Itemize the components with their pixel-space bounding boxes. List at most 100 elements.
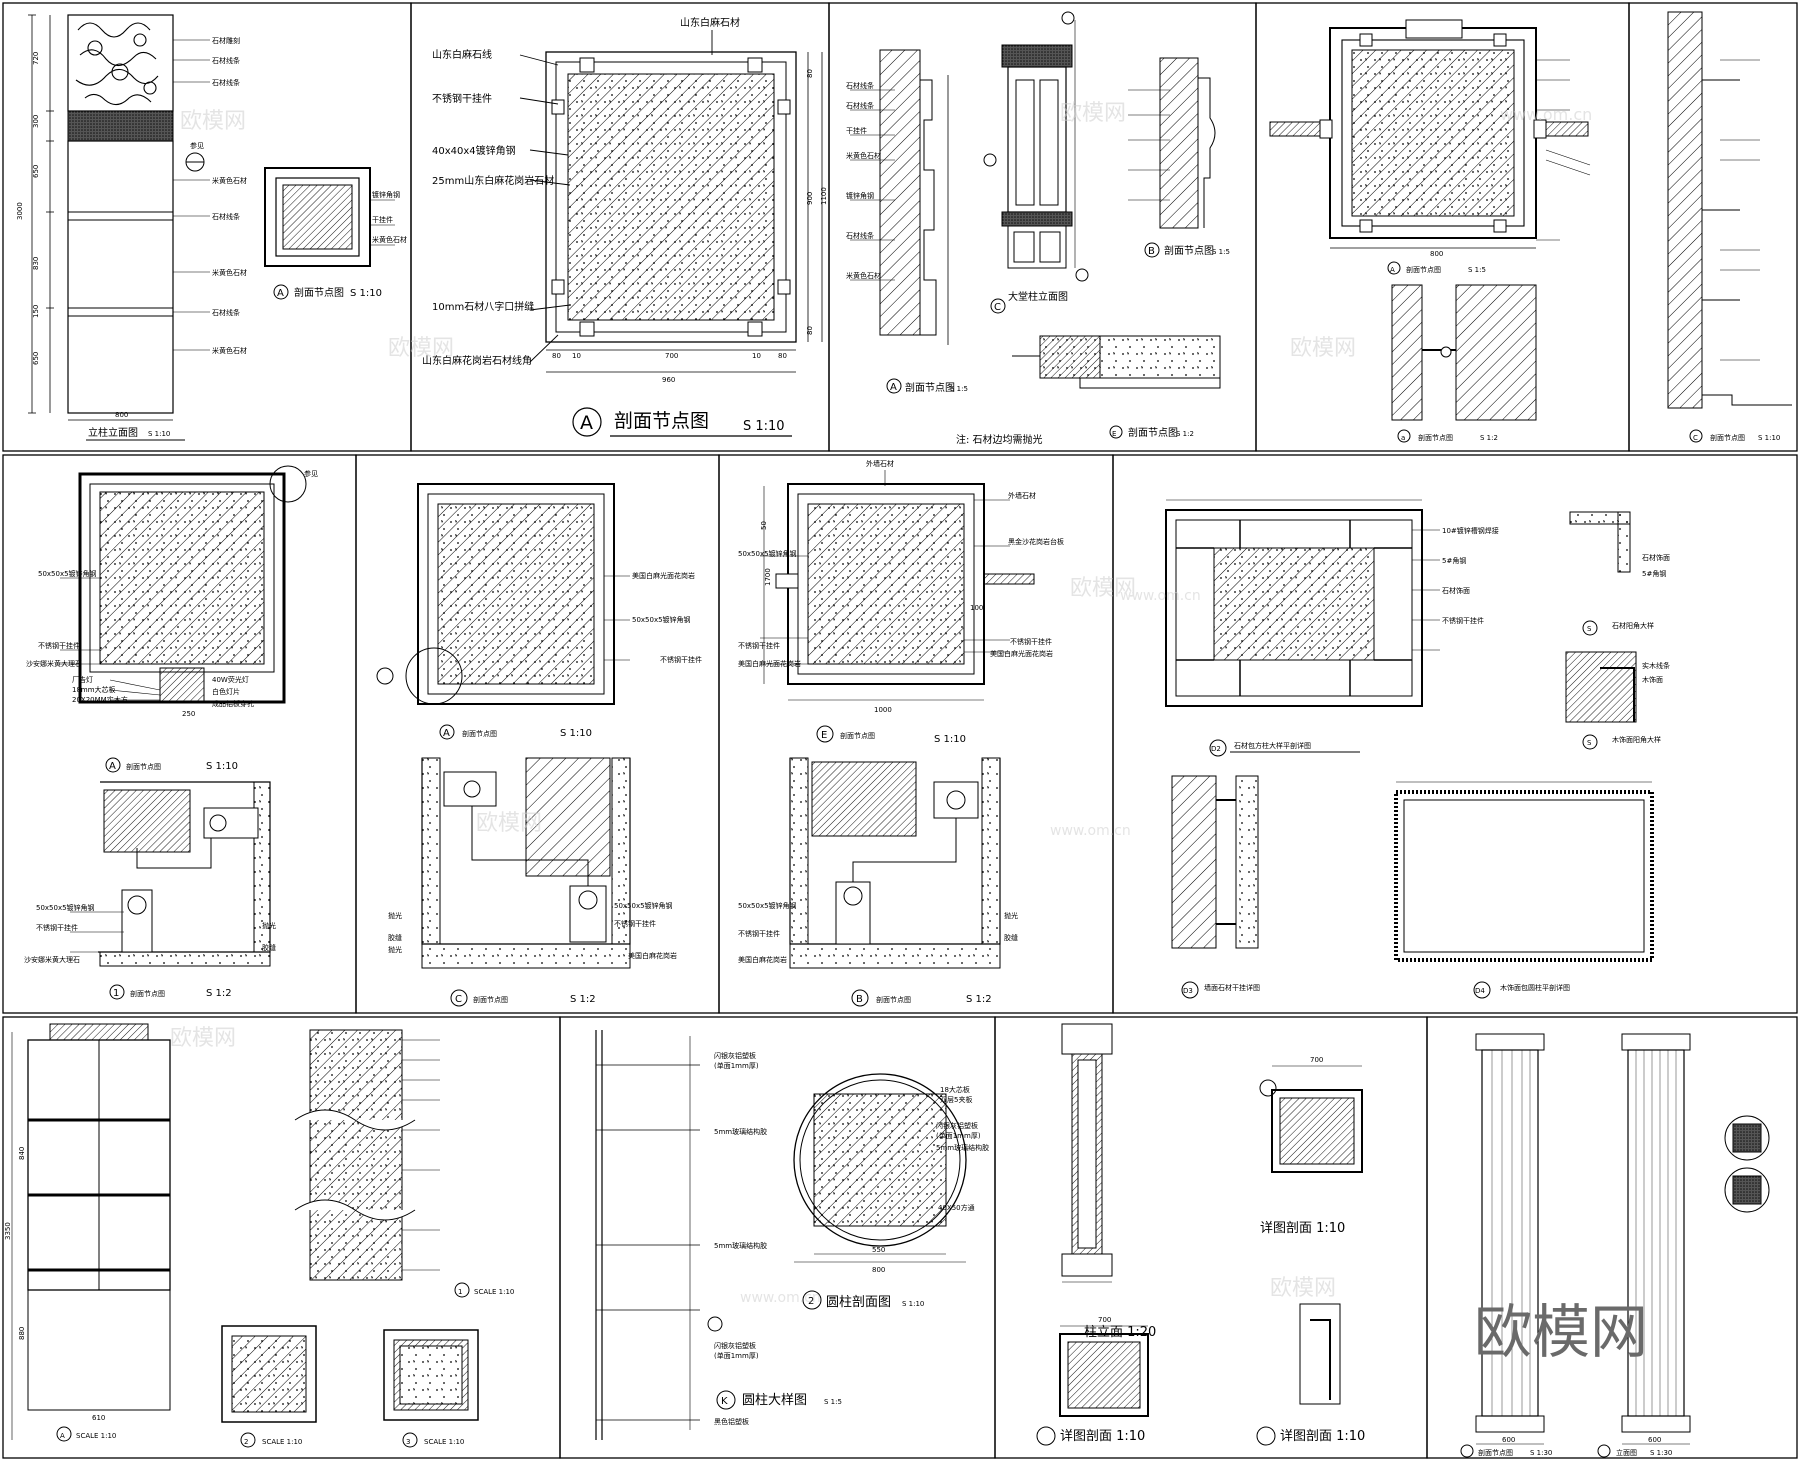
marker-p6-a: A <box>109 761 116 772</box>
svg-text:www.om.cn: www.om.cn <box>1500 105 1592 124</box>
marker-p8-b: B <box>856 994 863 1005</box>
svg-text:抛光: 抛光 <box>262 921 276 930</box>
caption-p11-2: 圆柱剖面图 <box>826 1295 891 1310</box>
dim-300: 300 <box>32 115 40 128</box>
svg-text:抛光: 抛光 <box>1004 911 1018 920</box>
svg-text:960: 960 <box>662 376 675 384</box>
svg-text:石材线条: 石材线条 <box>846 101 874 110</box>
svg-text:胶缝: 胶缝 <box>1004 933 1018 942</box>
panel-11-round-column: 闪银灰铝塑板 (单面1mm厚) 5mm玻璃结构胶 5mm玻璃结构胶 闪银灰铝塑板… <box>595 1030 989 1440</box>
marker-p8-e: E <box>821 730 827 741</box>
svg-text:700: 700 <box>1098 1316 1111 1324</box>
scale-p3-e: S 1:2 <box>1176 430 1194 438</box>
scale-p11-k: S 1:5 <box>824 1398 842 1406</box>
svg-text:3350: 3350 <box>4 1222 12 1240</box>
caption-p3-a: 剖面节点图 <box>905 381 955 394</box>
svg-text:厂告灯: 厂告灯 <box>72 675 93 684</box>
caption-p9-s2: 木饰面阳角大样 <box>1612 735 1661 744</box>
marker-p9-d2: D2 <box>1211 745 1221 753</box>
svg-text:沙安娜米黄大理石: 沙安娜米黄大理石 <box>26 659 82 668</box>
svg-text:胶缝: 胶缝 <box>262 943 276 952</box>
marker-p4-b: a <box>1401 434 1405 442</box>
scale-p5: S 1:10 <box>1758 434 1780 442</box>
dim-150: 150 <box>32 305 40 318</box>
panel-12-column-elev: 柱立面 1:20 700 详图剖面 1:10 700 详图剖面 1:10 详图剖… <box>1036 1023 1365 1446</box>
marker-p10-3: 3 <box>406 1438 410 1446</box>
svg-text:黑色铝塑板: 黑色铝塑板 <box>714 1417 749 1426</box>
svg-text:不锈钢干挂件: 不锈钢干挂件 <box>1442 616 1484 625</box>
svg-text:900: 900 <box>806 192 814 205</box>
watermarks: 欧模网 欧模网 欧模网 欧模网 www.om.cn 欧模网 www.om.cn … <box>170 101 1592 1306</box>
caption-p13-section: 剖面节点图 <box>1478 1448 1513 1457</box>
caption-p3-e: 剖面节点图 <box>1128 426 1178 439</box>
svg-text:100: 100 <box>970 604 983 612</box>
svg-text:www.om.cn: www.om.cn <box>1050 823 1131 839</box>
svg-text:840: 840 <box>18 1147 26 1160</box>
dim-650: 650 <box>32 165 40 178</box>
svg-text:www.om.cn: www.om.cn <box>740 1290 821 1306</box>
marker-p2: A <box>580 412 593 434</box>
ref-note-1: 参见 <box>190 141 204 150</box>
svg-text:不锈钢干挂件: 不锈钢干挂件 <box>660 655 702 664</box>
scale-p13-section: S 1:30 <box>1530 1449 1552 1457</box>
caption-p12-d2: 详图剖面 1:10 <box>1060 1429 1145 1444</box>
svg-text:米黄色石材: 米黄色石材 <box>846 271 881 280</box>
scale-p11-2: S 1:10 <box>902 1300 924 1308</box>
svg-text:5mm玻璃结构胶: 5mm玻璃结构胶 <box>936 1143 989 1152</box>
svg-text:80: 80 <box>552 352 561 360</box>
svg-text:抛光: 抛光 <box>388 945 402 954</box>
svg-text:50x50x5镀锌角钢: 50x50x5镀锌角钢 <box>738 549 797 558</box>
svg-text:600: 600 <box>1648 1436 1661 1444</box>
scale-p7-c: S 1:2 <box>570 994 596 1005</box>
svg-text:石材线条: 石材线条 <box>212 78 240 87</box>
svg-text:抛光: 抛光 <box>388 911 402 920</box>
svg-text:美国白麻光面花岗岩: 美国白麻光面花岗岩 <box>632 571 695 580</box>
svg-text:外墙石材: 外墙石材 <box>1008 491 1036 500</box>
caption-p7-a: 剖面节点图 <box>462 729 497 738</box>
svg-text:镀锌角钢: 镀锌角钢 <box>372 190 400 199</box>
svg-text:欧模网: 欧模网 <box>1060 101 1126 126</box>
svg-text:www.om.cn: www.om.cn <box>1120 588 1201 604</box>
panel-10-glass-column: 3350 840 880 610 A SCALE 1:10 2 SCALE 1:… <box>4 1023 514 1448</box>
svg-text:石材线条: 石材线条 <box>846 81 874 90</box>
scale-p3-a: S 1:5 <box>950 385 968 393</box>
dim-830: 830 <box>32 257 40 270</box>
panel-1-column-elevation: 720 300 650 3000 830 150 650 800 石材雕刻石材线… <box>16 14 407 441</box>
svg-text:米黄色石材: 米黄色石材 <box>372 235 407 244</box>
svg-text:50: 50 <box>760 521 768 530</box>
svg-text:18mm大芯板: 18mm大芯板 <box>72 685 116 694</box>
caption-p11-k: 圆柱大样图 <box>742 1393 807 1408</box>
svg-text:1100: 1100 <box>820 187 828 205</box>
caption-p4-b: 剖面节点图 <box>1418 433 1453 442</box>
svg-text:(单面1mm厚): (单面1mm厚) <box>714 1351 759 1360</box>
panel-8-section: 外墙石材 外墙石材 黑金沙花岗岩台板 不锈钢干挂件 美国白麻光面花岗岩 50x5… <box>738 459 1064 1007</box>
svg-text:成品铝板穿孔: 成品铝板穿孔 <box>212 699 254 708</box>
caption-p10-1: SCALE 1:10 <box>474 1288 514 1296</box>
svg-text:美国白麻光面花岗岩: 美国白麻光面花岗岩 <box>738 659 801 668</box>
svg-text:18大芯板: 18大芯板 <box>940 1085 970 1094</box>
marker-p7-a: A <box>443 728 450 739</box>
svg-text:镀锌角钢: 镀锌角钢 <box>846 191 874 200</box>
svg-text:80: 80 <box>806 69 814 78</box>
p2-label-5: 山东白麻花岗岩石材线角 <box>422 354 532 367</box>
svg-text:黑金沙花岗岩台板: 黑金沙花岗岩台板 <box>1008 537 1064 546</box>
svg-text:美国白麻花岗岩: 美国白麻花岗岩 <box>738 955 787 964</box>
marker-p11-k: K <box>721 1396 728 1407</box>
marker-p6-1: 1 <box>113 988 119 999</box>
svg-text:5#角钢: 5#角钢 <box>1642 569 1666 578</box>
svg-text:石材线条: 石材线条 <box>212 212 240 221</box>
p2-top-label: 山东白麻石材 <box>680 16 740 29</box>
caption-p4-a: 剖面节点图 <box>1406 265 1441 274</box>
marker-p11-2: 2 <box>808 1296 814 1307</box>
svg-text:50x50x5镀锌角钢: 50x50x5镀锌角钢 <box>36 903 95 912</box>
svg-text:双层5夹板: 双层5夹板 <box>940 1095 972 1104</box>
marker-p9-d4: D4 <box>1475 987 1485 995</box>
svg-text:沙安娜米黄大理石: 沙安娜米黄大理石 <box>24 955 80 964</box>
scale-p1-elev: S 1:10 <box>148 430 170 438</box>
svg-text:欧模网: 欧模网 <box>1290 336 1356 361</box>
ornament-carving <box>75 22 159 106</box>
scale-p8-e: S 1:10 <box>934 734 966 745</box>
